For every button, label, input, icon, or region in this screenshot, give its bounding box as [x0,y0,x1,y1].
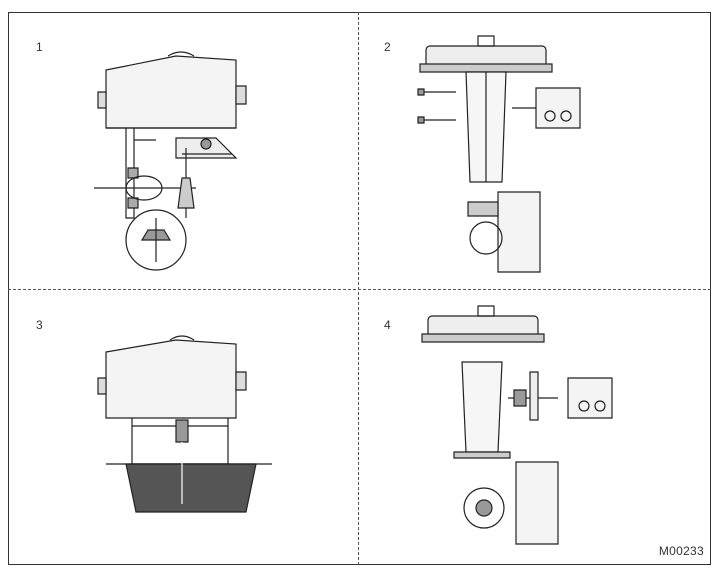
mounting-bracket [126,128,156,218]
positioner-unit [512,88,580,128]
positioner-unit [568,378,612,418]
actuator-yoke [454,362,510,458]
panel-4-illustration [418,302,618,556]
figure-frame [8,12,711,565]
panel-number-3: 3 [36,318,43,332]
panel-2-illustration [416,32,586,278]
panel-3-illustration [96,334,276,514]
mounting-bracket [132,418,228,464]
mounting-surface [106,442,272,512]
panel-number-1: 1 [36,40,43,54]
lower-assembly [468,192,540,272]
lower-assembly [464,462,558,544]
detail-circle [126,210,186,270]
vertical-divider [358,12,359,565]
panel-1-illustration [86,48,276,278]
coupling-parts [508,372,558,420]
actuator-yoke [466,72,506,182]
actuator-diaphragm [422,306,544,342]
yoke-clamp [94,176,196,200]
horizontal-divider [8,289,711,290]
feedback-lever [176,138,236,218]
positioner-housing [98,336,246,418]
panel-number-2: 2 [384,40,391,54]
actuator-diaphragm [420,36,552,72]
drawing-code: M00233 [658,544,704,558]
mounting-bolts [418,89,456,123]
positioner-housing [98,52,246,128]
panel-number-4: 4 [384,318,391,332]
